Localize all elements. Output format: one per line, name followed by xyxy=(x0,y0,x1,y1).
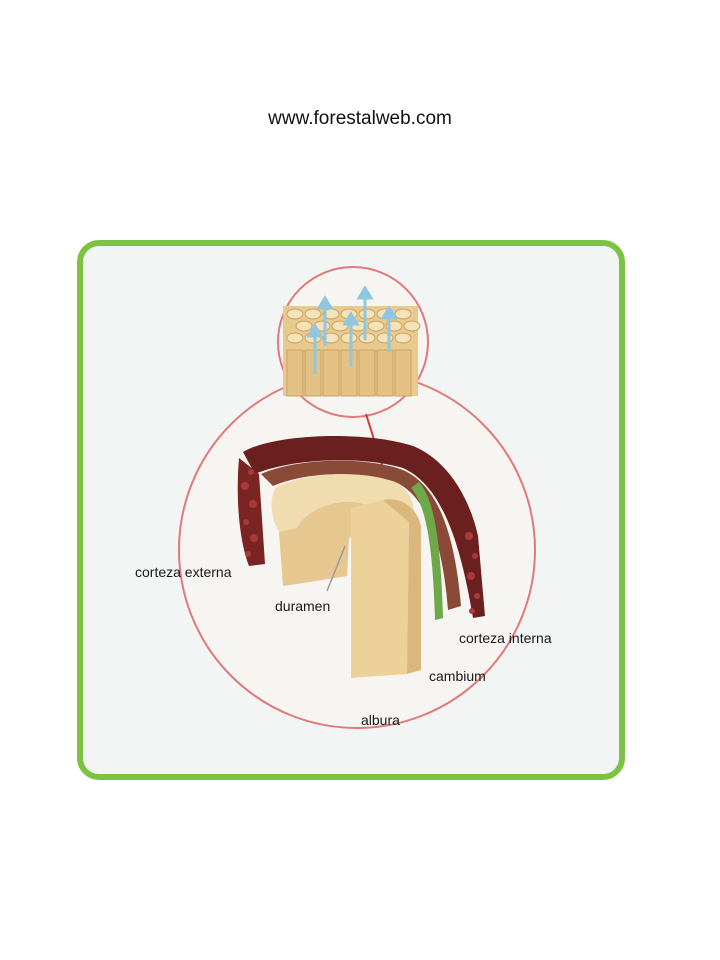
label-sapwood: albura xyxy=(361,712,400,728)
diagram-frame: corteza externa duramen corteza interna … xyxy=(77,240,625,780)
outer-bark-back xyxy=(243,435,485,618)
cambium-ring xyxy=(411,482,443,620)
sapwood-side xyxy=(383,499,421,674)
bark-texture-dots xyxy=(241,469,480,614)
label-heartwood: duramen xyxy=(275,598,331,614)
tree-trunk-cross-section-diagram xyxy=(178,266,536,729)
label-outer-bark: corteza externa xyxy=(135,564,232,580)
heartwood-top xyxy=(271,474,415,532)
heartwood-pointer xyxy=(326,545,346,592)
label-cambium: cambium xyxy=(429,668,486,684)
cell-structure xyxy=(283,285,421,397)
sapwood-front-block xyxy=(351,500,409,678)
inner-bark-ring xyxy=(261,460,461,610)
label-inner-bark: corteza interna xyxy=(459,630,552,646)
source-url[interactable]: www.forestalweb.com xyxy=(268,108,452,129)
